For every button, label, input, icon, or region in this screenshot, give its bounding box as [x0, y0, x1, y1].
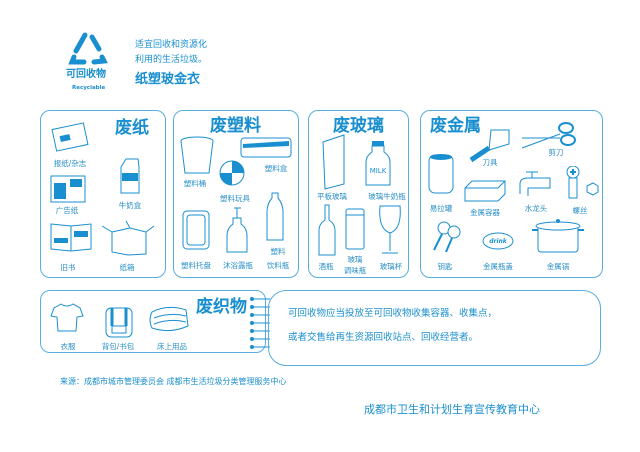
- milk-bottle-icon: MILK: [365, 140, 391, 186]
- item-label: 调味瓶: [343, 266, 367, 275]
- item-label: 刀具: [482, 158, 498, 167]
- item-label: 平板玻璃: [317, 192, 347, 201]
- item-label: 旧书: [60, 263, 76, 272]
- item-label: 玻璃牛奶瓶: [368, 192, 406, 201]
- bucket-icon: [179, 135, 215, 175]
- seasoning-jar-icon: [345, 208, 365, 250]
- paper-category: [40, 110, 166, 278]
- box-icon: [100, 220, 156, 256]
- flat-glass-icon: [322, 134, 346, 190]
- knife-icon: [467, 128, 511, 164]
- logo-en: Recyclable: [72, 85, 106, 91]
- flyer-icon: [50, 175, 86, 203]
- milk-carton-icon: [118, 157, 142, 195]
- faucet-icon: [516, 170, 552, 200]
- binder-rings-icon: [250, 297, 272, 353]
- metal-category: [420, 110, 603, 278]
- item-label: 螺丝: [572, 206, 588, 215]
- item-label: 衣服: [60, 342, 76, 351]
- plastic-category: [173, 110, 299, 278]
- item-label: 水龙头: [524, 204, 548, 213]
- item-label: 金属容器: [470, 208, 500, 217]
- item-label: 饮料瓶: [266, 261, 290, 270]
- notice-box: [268, 290, 601, 366]
- item-label: 广告纸: [55, 206, 79, 215]
- plastic-box-icon: [240, 136, 292, 158]
- notice-line1: 可回收物应当投放至可回收物收集容器、收集点，: [288, 308, 498, 319]
- bedding-icon: [148, 304, 190, 334]
- bottle-cap-icon: drink: [482, 232, 514, 252]
- plastic-bottle-icon: [266, 192, 284, 242]
- textile-category: [40, 290, 266, 353]
- textile-title: 废织物: [196, 297, 247, 317]
- svg-text:drink: drink: [489, 238, 508, 245]
- recycle-icon: [68, 31, 108, 67]
- glass-category: [308, 110, 409, 278]
- summary-text: 纸塑玻金衣: [135, 72, 201, 87]
- plastic-title: 废塑料: [210, 116, 261, 136]
- publisher-text: 成都市卫生和计划生育宣传教育中心: [364, 403, 540, 416]
- item-label: 酒瓶: [318, 262, 334, 271]
- description-line2: 利用的生活垃圾。: [135, 55, 208, 65]
- item-label: 玻璃: [347, 255, 363, 264]
- item-label: 背包/书包: [101, 342, 135, 351]
- backpack-icon: [102, 302, 136, 338]
- description-line1: 适宜回收和资源化: [135, 40, 208, 50]
- metal-container-icon: [464, 180, 506, 202]
- item-label: 塑料托盘: [181, 261, 211, 270]
- item-label: 纸箱: [119, 263, 135, 272]
- item-label: 易拉罐: [429, 204, 453, 213]
- item-label: 剪刀: [548, 148, 564, 157]
- beach-ball-icon: [219, 160, 245, 186]
- item-label: 床上用品: [157, 342, 187, 351]
- item-label: 塑料玩具: [220, 194, 250, 203]
- item-label: 塑料盒: [264, 164, 288, 173]
- logo-cn: 可回收物: [66, 69, 106, 80]
- item-label: 金属锅: [546, 262, 570, 271]
- paper-title: 废纸: [115, 118, 149, 138]
- wine-bottle-icon: [318, 204, 336, 256]
- screw-icon: [565, 165, 599, 200]
- newspaper-icon: [50, 120, 90, 155]
- glass-title: 废玻璃: [333, 116, 384, 136]
- keys-icon: [430, 220, 464, 256]
- can-icon: [428, 152, 454, 196]
- notice-line2: 或者交售给再生资源回收站点、回收经营者。: [288, 332, 479, 343]
- item-label: 塑料桶: [183, 179, 207, 188]
- item-label: 牛奶盒: [118, 201, 142, 210]
- scissors-icon: [520, 118, 578, 152]
- metal-pot-icon: [530, 218, 586, 254]
- wine-glass-icon: [378, 205, 402, 255]
- item-label: 金属瓶盖: [483, 262, 513, 271]
- item-label: 沐浴露瓶: [223, 261, 253, 270]
- svg-text:MILK: MILK: [370, 167, 387, 175]
- item-label: 报纸/杂志: [53, 159, 87, 168]
- item-label: 玻璃杯: [379, 262, 403, 271]
- book-icon: [50, 222, 92, 252]
- tshirt-icon: [50, 302, 84, 332]
- tray-icon: [182, 210, 210, 250]
- source-text: 来源：成都市城市管理委员会 成都市生活垃圾分类管理服务中心: [60, 377, 287, 386]
- shower-gel-bottle-icon: [225, 206, 249, 254]
- item-label: 塑料: [270, 247, 286, 256]
- item-label: 钥匙: [437, 262, 453, 271]
- metal-title: 废金属: [430, 116, 481, 136]
